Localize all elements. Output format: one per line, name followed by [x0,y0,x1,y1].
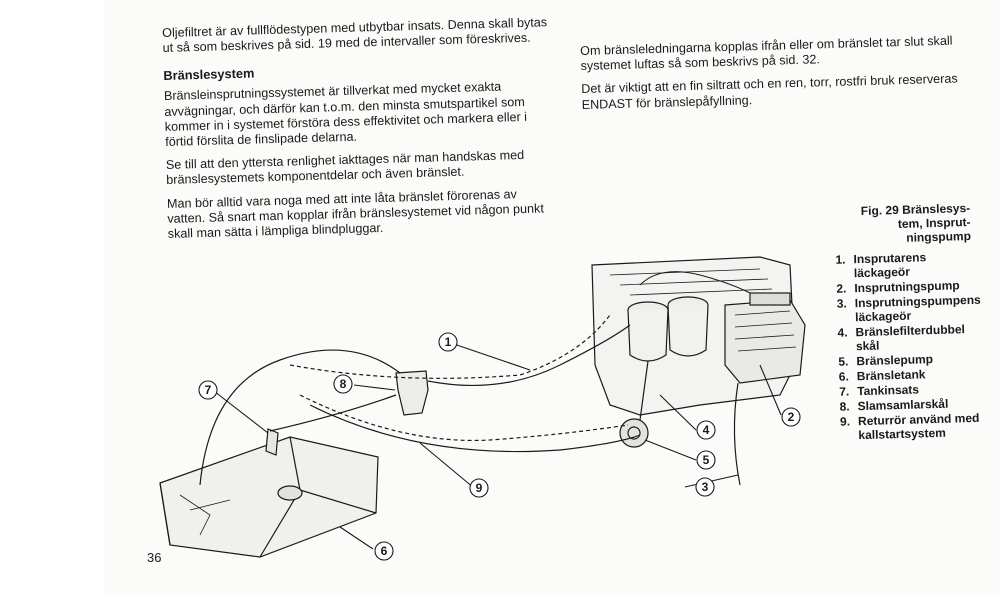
callout-4: 4 [696,420,716,440]
legend-item: 3.Insprutningspumpens läckageör [836,292,981,325]
legend-item: 4.Bränslefilterdubbel skål [837,322,966,354]
figure-legend: 1.Insprutarens läckageör 2.Insprutningsp… [827,249,982,443]
legend-item: 1.Insprutarens läckageör [835,250,927,281]
body-paragraph: Se till att den yttersta renlighet iaktt… [165,148,525,188]
svg-text:8: 8 [340,377,347,391]
fuel-tank [159,436,379,558]
sediment-bowl [395,370,429,416]
fuel-filter-bowl [627,309,669,362]
figure-title: Fig. 29 Bränslesys- tem, Insprut- ningsp… [860,200,972,245]
svg-text:9: 9 [476,481,483,495]
right-text-column: Om bränsleledningarna kopplas ifrån elle… [580,33,962,120]
callout-6: 6 [374,541,394,561]
callout-5: 5 [696,450,716,470]
page-edge [0,596,1000,613]
callout-8: 8 [333,374,353,394]
body-paragraph: Man bör alltid vara noga med att inte lå… [166,186,545,241]
fuel-system-diagram: 1 2 3 4 5 6 7 8 [159,256,806,561]
legend-item: 9.Returrör använd med kallstartsystem [839,410,980,443]
svg-text:7: 7 [205,383,212,397]
svg-text:5: 5 [703,453,710,467]
body-paragraph: Det är viktigt att en fin siltratt och e… [581,71,958,112]
callout-2: 2 [781,407,801,427]
fuel-filter-bowl [667,304,709,357]
callout-7: 7 [198,380,218,400]
figure-caption: Fig. 29 Bränslesys- tem, Insprut- ningsp… [826,201,983,444]
fuel-pump [619,418,649,448]
callout-1: 1 [438,332,458,352]
left-text-column: Oljefiltret är av fullflödestypen med ut… [162,15,553,250]
svg-text:3: 3 [702,480,709,494]
svg-text:6: 6 [381,544,388,558]
svg-text:2: 2 [788,410,795,424]
svg-text:1: 1 [445,335,452,349]
svg-text:4: 4 [703,423,710,437]
callout-3: 3 [695,477,715,497]
tank-unit [265,428,279,456]
page-number: 36 [147,550,162,565]
callout-9: 9 [469,478,489,498]
body-paragraph: Bränsleinsprutningssystemet är tillverka… [163,79,528,149]
